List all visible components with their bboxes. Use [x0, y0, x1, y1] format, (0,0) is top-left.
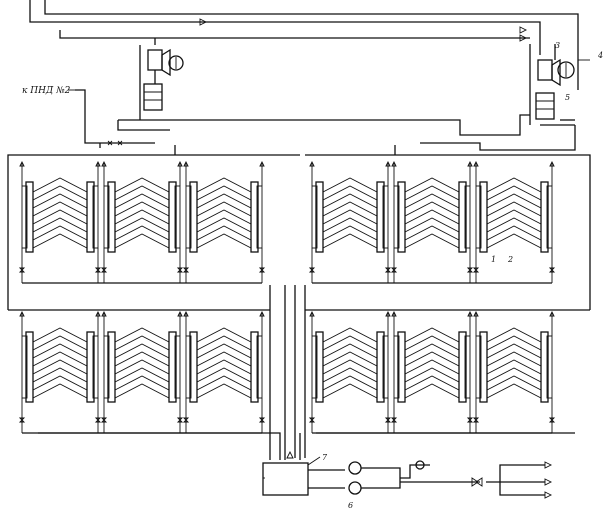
section-lower-left	[18, 310, 266, 434]
condenser-cell	[472, 160, 556, 283]
condenser-sections	[18, 160, 556, 434]
section-upper-left	[18, 160, 266, 284]
condenser-cell	[390, 310, 474, 433]
label-6: 6	[348, 501, 353, 510]
ejector-unit-right	[529, 44, 575, 125]
condenser-cell	[308, 160, 392, 283]
condenser-cell	[182, 310, 266, 433]
pump-1-icon	[348, 461, 362, 475]
condenser-cell	[100, 160, 184, 283]
manifold-lines	[75, 89, 576, 151]
condenser-cell	[18, 160, 102, 283]
label-5: 5	[565, 93, 570, 102]
label-1: 1	[491, 255, 496, 264]
condenser-cell	[182, 160, 266, 283]
valve-icon	[415, 460, 425, 470]
condenser-cell	[100, 310, 184, 433]
label-7: 7	[322, 453, 328, 462]
steam-supply-lines	[29, 0, 590, 90]
condenser-cell	[308, 310, 392, 433]
pump-2-icon	[348, 481, 362, 495]
condenser-cell	[390, 160, 474, 283]
condenser-cell	[18, 310, 102, 433]
ejector-unit-left	[139, 45, 184, 120]
condenser-cell	[472, 310, 556, 433]
label-4: 4	[597, 51, 603, 60]
annotations: к ПНД №2 1 2 3 4 5 6 7	[22, 41, 603, 510]
drain-and-pumps	[38, 432, 575, 499]
pnd-caption: к ПНД №2	[22, 86, 71, 96]
label-2: 2	[507, 255, 513, 264]
section-lower-right	[308, 310, 556, 434]
label-3: 3	[555, 41, 560, 50]
collector-tank	[262, 462, 309, 496]
main-header-frame	[7, 145, 591, 460]
section-upper-right	[308, 160, 556, 284]
